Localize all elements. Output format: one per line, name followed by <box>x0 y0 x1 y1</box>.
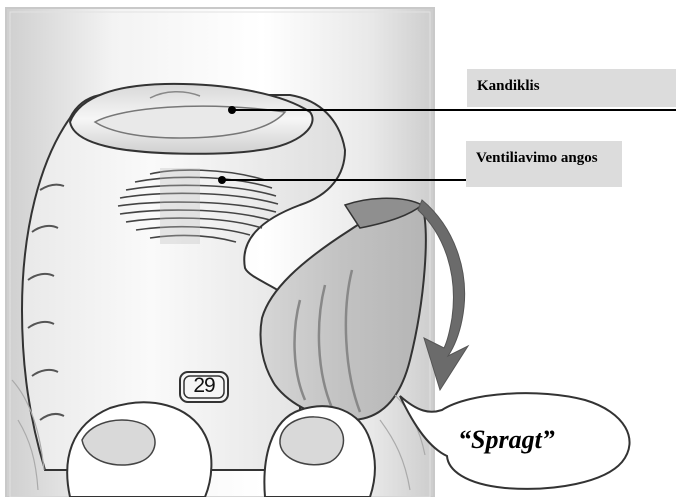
mouthpiece-label: Kandiklis <box>467 69 676 107</box>
sound-callout-text: “Spragt” <box>458 425 608 455</box>
dose-counter-value: 29 <box>178 374 230 398</box>
ventilation-label: Ventiliavimo angos <box>466 141 622 187</box>
